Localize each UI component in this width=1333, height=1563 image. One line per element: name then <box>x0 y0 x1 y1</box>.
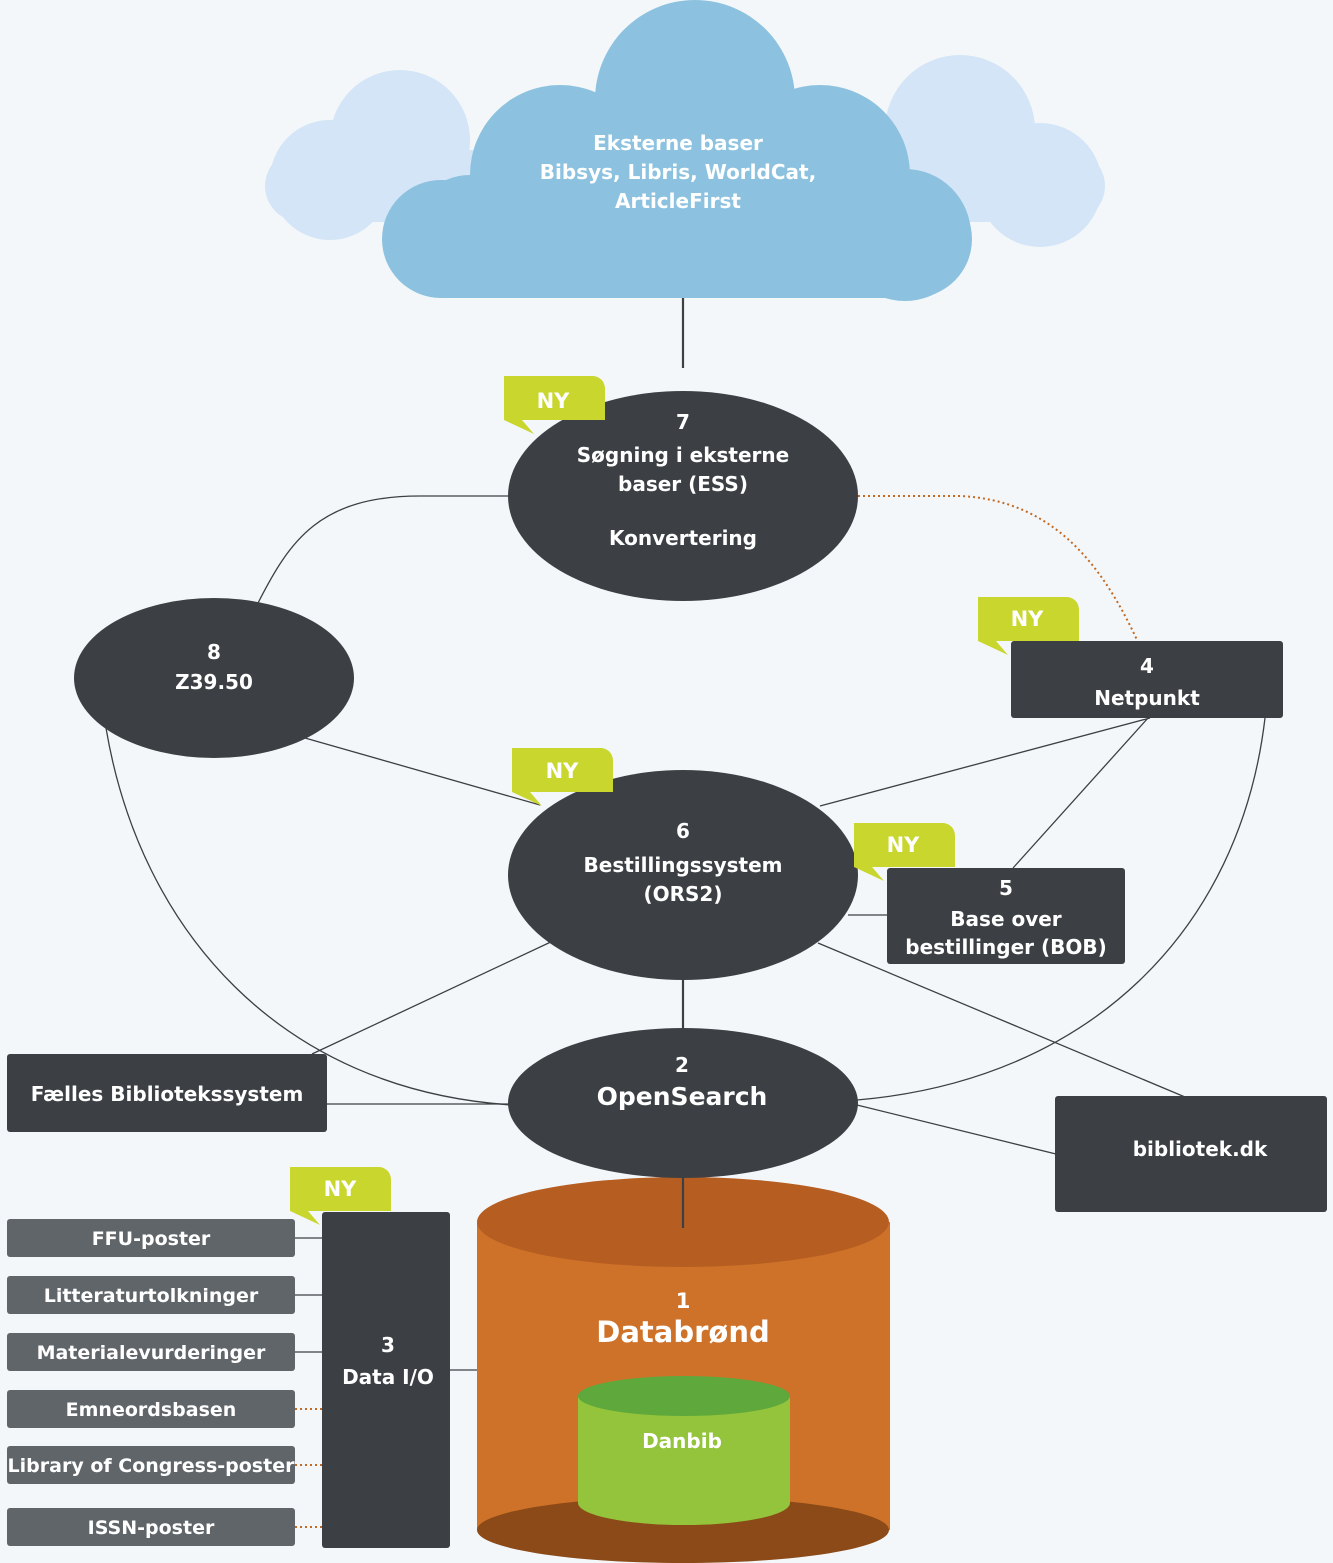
connector-z3950-ors2 <box>304 737 541 806</box>
z3950-ellipse <box>74 598 354 758</box>
bob-line2: bestillinger (BOB) <box>905 935 1106 959</box>
ny-badge-ors2-label: NY <box>546 759 580 783</box>
ny-badge-dataio-label: NY <box>324 1177 358 1201</box>
connector-ess-z3950 <box>257 495 510 604</box>
ny-badge-dataio: NY <box>290 1167 391 1225</box>
connector-netpunkt-bob <box>1012 717 1149 869</box>
source-box <box>7 1446 295 1484</box>
ess-line2: baser (ESS) <box>618 472 748 496</box>
z3950-number: 8 <box>207 640 221 664</box>
cloud-line2: ArticleFirst <box>615 189 741 213</box>
cloud-line1: Bibsys, Libris, WorldCat, <box>540 160 816 184</box>
ny-badge-ors2: NY <box>512 748 613 806</box>
connector-ors2-fbs <box>311 939 556 1055</box>
node-faelles-bibliotekssystem: Fælles Bibliotekssystem <box>7 1054 327 1132</box>
dataio-number: 3 <box>381 1333 395 1357</box>
z3950-label: Z39.50 <box>175 670 253 694</box>
source-item: Materialevurderinger <box>7 1333 322 1371</box>
ors2-ellipse <box>508 770 858 980</box>
cloud-title: Eksterne baser <box>593 131 763 155</box>
danbib-bottom <box>578 1481 790 1525</box>
danbib-cylinder: Danbib <box>578 1376 790 1525</box>
connector-netpunkt-opensearch <box>856 717 1266 1101</box>
databrond-label: Databrønd <box>596 1315 769 1349</box>
ny-badge-bob-label: NY <box>887 833 921 857</box>
danbib-label: Danbib <box>642 1429 722 1453</box>
node-bob: 5 Base over bestillinger (BOB) <box>887 868 1125 964</box>
ny-badge-ess-label: NY <box>537 389 571 413</box>
netpunkt-box <box>1011 641 1283 718</box>
ny-badge-netpunkt-label: NY <box>1011 607 1045 631</box>
connector-ors2-netpunkt <box>819 717 1151 807</box>
source-label: ISSN-poster <box>88 1517 215 1539</box>
netpunkt-label: Netpunkt <box>1094 686 1200 710</box>
ny-badge-netpunkt: NY <box>978 597 1079 655</box>
dataio-box <box>322 1212 450 1548</box>
ors2-line1: Bestillingssystem <box>584 853 783 877</box>
node-bibliotek-dk: bibliotek.dk <box>1055 1096 1327 1212</box>
ess-line3: Konvertering <box>609 526 757 550</box>
source-item: Library of Congress-poster <box>7 1446 322 1484</box>
bob-box <box>887 868 1125 964</box>
ny-badges: NY NY NY NY NY <box>290 376 1079 1225</box>
netpunkt-number: 4 <box>1140 654 1154 678</box>
connector-opensearch-bibliotek <box>856 1104 1057 1155</box>
node-ors2: 6 Bestillingssystem (ORS2) <box>508 770 858 980</box>
source-item: Emneordsbasen <box>7 1390 322 1428</box>
source-label: Litteraturtolkninger <box>44 1285 259 1307</box>
source-box <box>7 1219 295 1257</box>
source-box <box>7 1508 295 1546</box>
data-sources: FFU-posterLitteraturtolkningerMaterialev… <box>7 1219 322 1546</box>
fbs-box <box>7 1054 327 1132</box>
bibliotek-label: bibliotek.dk <box>1133 1137 1268 1161</box>
connector-lines <box>105 298 1266 1371</box>
source-box <box>7 1276 295 1314</box>
node-ess: 7 Søgning i eksterne baser (ESS) Konvert… <box>508 391 858 601</box>
node-z3950: 8 Z39.50 <box>74 598 354 758</box>
source-box <box>7 1390 295 1428</box>
bob-line1: Base over <box>950 907 1062 931</box>
opensearch-ellipse <box>508 1028 858 1178</box>
ess-line1: Søgning i eksterne <box>577 443 789 467</box>
source-item: ISSN-poster <box>7 1508 322 1546</box>
fbs-label: Fælles Bibliotekssystem <box>31 1082 304 1106</box>
databrond-bottom <box>477 1497 889 1563</box>
databrond-number: 1 <box>676 1289 691 1313</box>
source-item: FFU-poster <box>7 1219 322 1257</box>
ess-number: 7 <box>676 410 690 434</box>
bob-number: 5 <box>999 876 1013 900</box>
cloud-front-shape <box>382 0 972 301</box>
danbib-top <box>578 1376 790 1416</box>
connector-ors2-bibliotek <box>817 942 1186 1098</box>
cloud-back-shape <box>265 55 1105 247</box>
node-opensearch: 2 OpenSearch <box>508 1028 858 1178</box>
connector-z3950-opensearch <box>105 727 513 1106</box>
node-netpunkt: 4 Netpunkt <box>1011 641 1283 718</box>
source-item: Litteraturtolkninger <box>7 1276 322 1314</box>
opensearch-number: 2 <box>675 1053 689 1077</box>
ny-badge-ess: NY <box>504 376 605 434</box>
databrond-cylinder: 1 Databrønd Danbib <box>477 1177 890 1563</box>
source-label: Library of Congress-poster <box>8 1455 296 1477</box>
ess-ellipse <box>508 391 858 601</box>
source-box <box>7 1333 295 1371</box>
external-databases-cloud: Eksterne baser Bibsys, Libris, WorldCat,… <box>265 0 1105 301</box>
ny-badge-bob: NY <box>854 823 955 881</box>
dataio-label: Data I/O <box>342 1365 434 1389</box>
bibliotek-box <box>1055 1096 1327 1212</box>
source-label: Materialevurderinger <box>37 1342 266 1364</box>
ors2-number: 6 <box>676 819 690 843</box>
ors2-line2: (ORS2) <box>643 882 722 906</box>
opensearch-label: OpenSearch <box>597 1082 768 1111</box>
source-label: Emneordsbasen <box>66 1399 237 1421</box>
node-data-io: 3 Data I/O <box>322 1212 450 1548</box>
source-label: FFU-poster <box>92 1228 211 1250</box>
